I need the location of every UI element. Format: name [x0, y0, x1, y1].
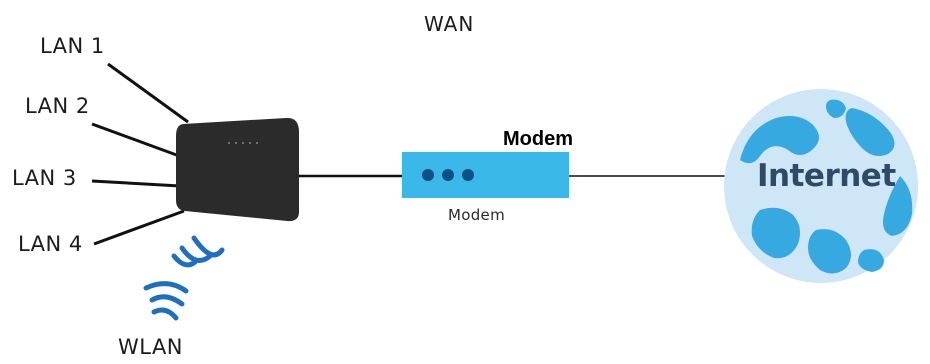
lan-4-cable	[93, 209, 185, 246]
lan-4-label: LAN 4	[18, 232, 83, 256]
router-icon	[176, 117, 299, 222]
lan-2-label: LAN 2	[25, 94, 90, 118]
lan-3-cable	[91, 179, 181, 188]
globe-icon	[724, 89, 918, 283]
wlan-label: WLAN	[118, 335, 184, 359]
lan-1-cable	[107, 62, 189, 124]
modem-label: Modem	[448, 206, 505, 224]
internet-label: Internet	[757, 158, 896, 194]
lan-1-label: LAN 1	[40, 34, 105, 58]
modem-icon	[402, 152, 569, 198]
wan-label: WAN	[424, 12, 475, 36]
lan-2-cable	[91, 122, 183, 159]
modem-heading: Modem	[503, 128, 573, 150]
wifi-icon	[143, 235, 225, 321]
lan-3-label: LAN 3	[12, 166, 77, 190]
